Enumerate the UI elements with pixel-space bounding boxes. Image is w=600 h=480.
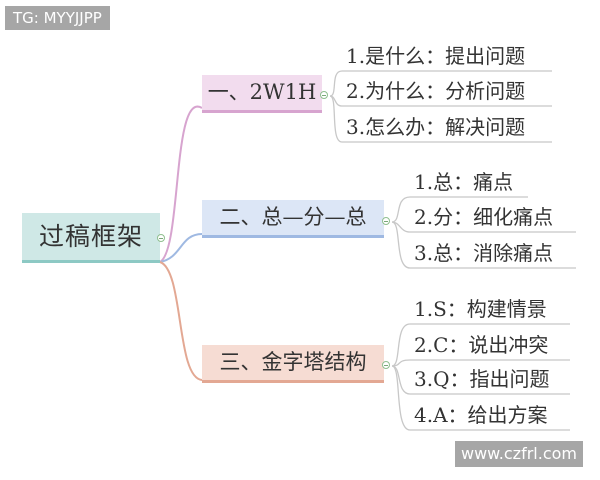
root-node[interactable]: 过稿框架 (22, 213, 160, 263)
leaf-node-b2-2[interactable]: 2.分：细化痛点 (414, 205, 554, 229)
connector-b3-leaf-3 (391, 365, 411, 395)
watermark-top-left: TG: MYYJJPP (5, 6, 110, 30)
leaf-node-b3-1[interactable]: 1.S：构建情景 (414, 297, 547, 321)
branch-node-pyramid[interactable]: 三、金字塔结构 (202, 345, 384, 383)
connector-b2-leaf-1 (391, 196, 411, 223)
branch-2-collapse-icon[interactable] (382, 217, 390, 225)
branch-1-collapse-icon[interactable] (320, 91, 328, 99)
leaf-node-b1-3[interactable]: 3.怎么办：解决问题 (346, 115, 526, 139)
connector-root-branch-3 (159, 261, 203, 381)
leaf-node-b3-2[interactable]: 2.C：说出冲突 (414, 333, 549, 357)
branch-node-2w1h[interactable]: 一、2W1H (202, 75, 322, 113)
leaf-node-b3-3[interactable]: 3.Q：指出问题 (414, 367, 550, 391)
connector-root-branch-1 (159, 105, 203, 263)
leaf-node-b2-3[interactable]: 3.总：消除痛点 (414, 241, 554, 265)
branch-node-total-part-total[interactable]: 二、总—分—总 (202, 200, 384, 238)
connector-b1-leaf-3 (329, 95, 343, 143)
leaf-node-b3-4[interactable]: 4.A：给出方案 (414, 403, 548, 427)
connector-b3-leaf-1 (391, 323, 411, 367)
leaf-node-b1-1[interactable]: 1.是什么：提出问题 (346, 44, 526, 68)
connector-root-branch-2 (159, 233, 203, 263)
leaf-node-b2-1[interactable]: 1.总：痛点 (414, 170, 514, 194)
connector-b3-leaf-4 (391, 365, 411, 431)
connector-b3-leaf-2 (391, 359, 411, 367)
watermark-bottom-right: www.czfrl.com (455, 441, 583, 467)
connector-b1-leaf-1 (329, 70, 343, 97)
root-collapse-icon[interactable] (157, 234, 165, 242)
branch-3-collapse-icon[interactable] (382, 361, 390, 369)
connector-b2-leaf-3 (391, 221, 411, 269)
leaf-node-b1-2[interactable]: 2.为什么：分析问题 (346, 79, 526, 103)
